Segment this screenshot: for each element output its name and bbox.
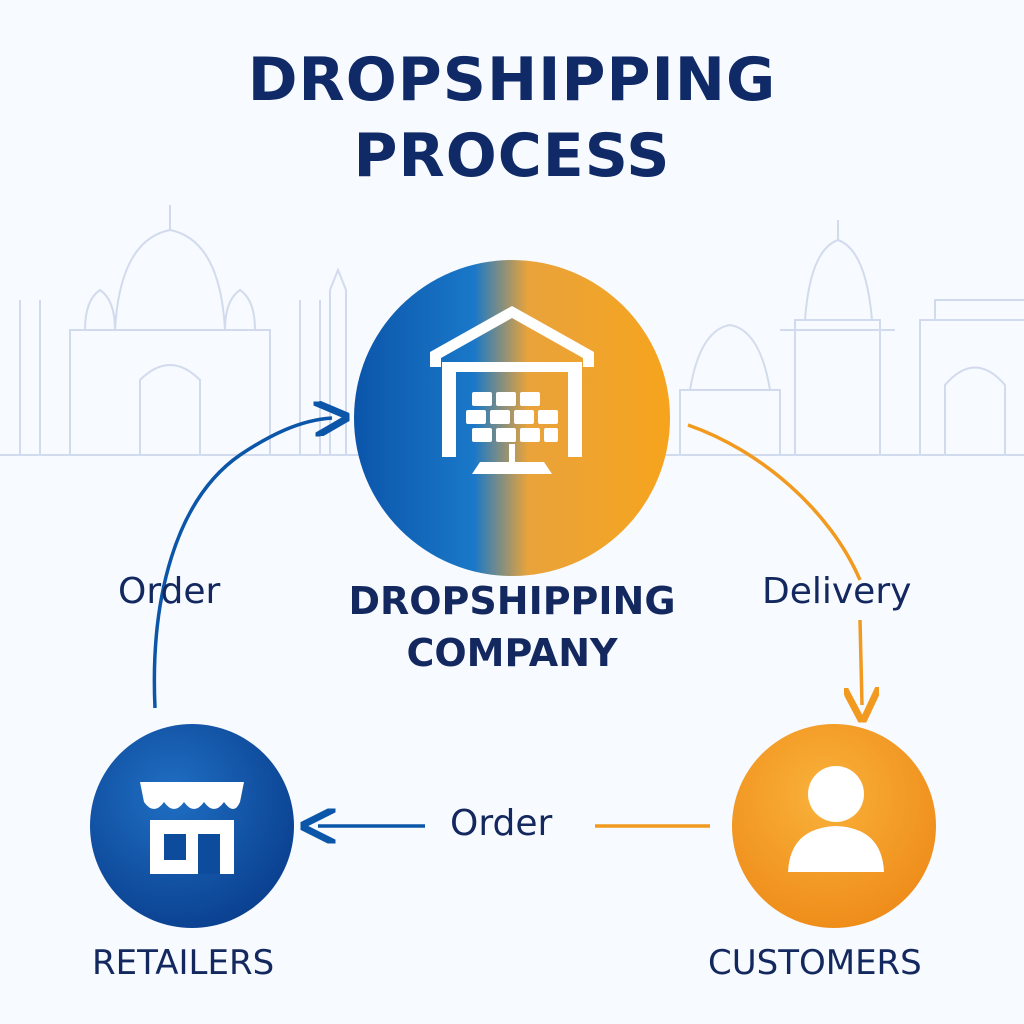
order-label-bottom: Order (450, 803, 553, 844)
storefront-icon (140, 782, 244, 874)
company-label-line-1: DROPSHIPPING (348, 579, 676, 623)
company-label-line-2: COMPANY (406, 631, 618, 675)
retailers-node (90, 724, 294, 928)
person-icon (788, 766, 884, 872)
page-title-line-2: PROCESS (353, 121, 671, 191)
order-label-left: Order (118, 571, 221, 612)
retailers-label: RETAILERS (92, 943, 275, 983)
customers-node (732, 724, 936, 928)
company-node (354, 260, 670, 576)
arrow-company-to-customers (687, 423, 862, 705)
arrow-retailers-to-company (152, 418, 332, 709)
customers-label: CUSTOMERS (708, 943, 922, 983)
page-title-line-1: DROPSHIPPING (247, 45, 777, 115)
delivery-label: Delivery (762, 571, 912, 612)
warehouse-icon (430, 306, 594, 474)
